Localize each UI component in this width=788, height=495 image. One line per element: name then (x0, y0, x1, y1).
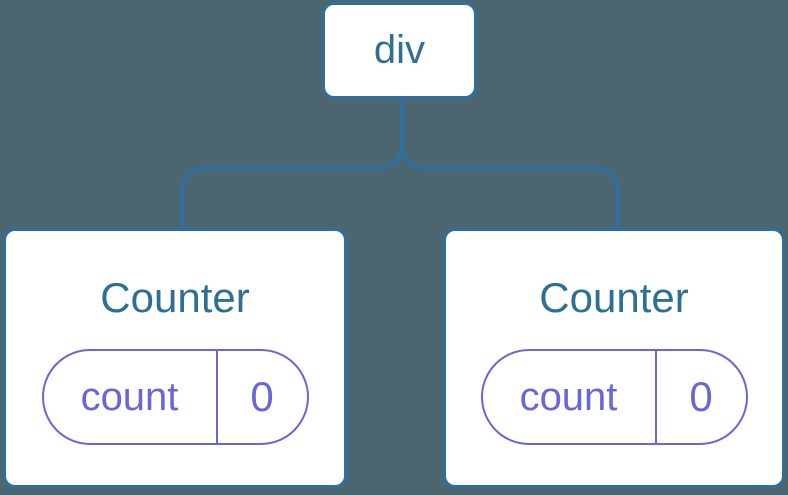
connector-left-branch (180, 97, 404, 229)
counter-card-left: Counter count 0 (3, 228, 347, 488)
connector-right-branch (400, 97, 620, 229)
state-key-label: count (483, 351, 657, 443)
state-pill: count 0 (480, 349, 748, 445)
root-node-label: div (373, 28, 426, 72)
counter-card-right: Counter count 0 (443, 228, 785, 488)
counter-card-title: Counter (100, 274, 250, 321)
counter-card-title: Counter (539, 274, 689, 321)
state-value: 0 (250, 373, 274, 420)
state-value: 0 (689, 373, 713, 420)
state-pill: count 0 (41, 349, 309, 445)
state-key-label: count (44, 351, 218, 443)
root-node-div: div (322, 2, 477, 99)
